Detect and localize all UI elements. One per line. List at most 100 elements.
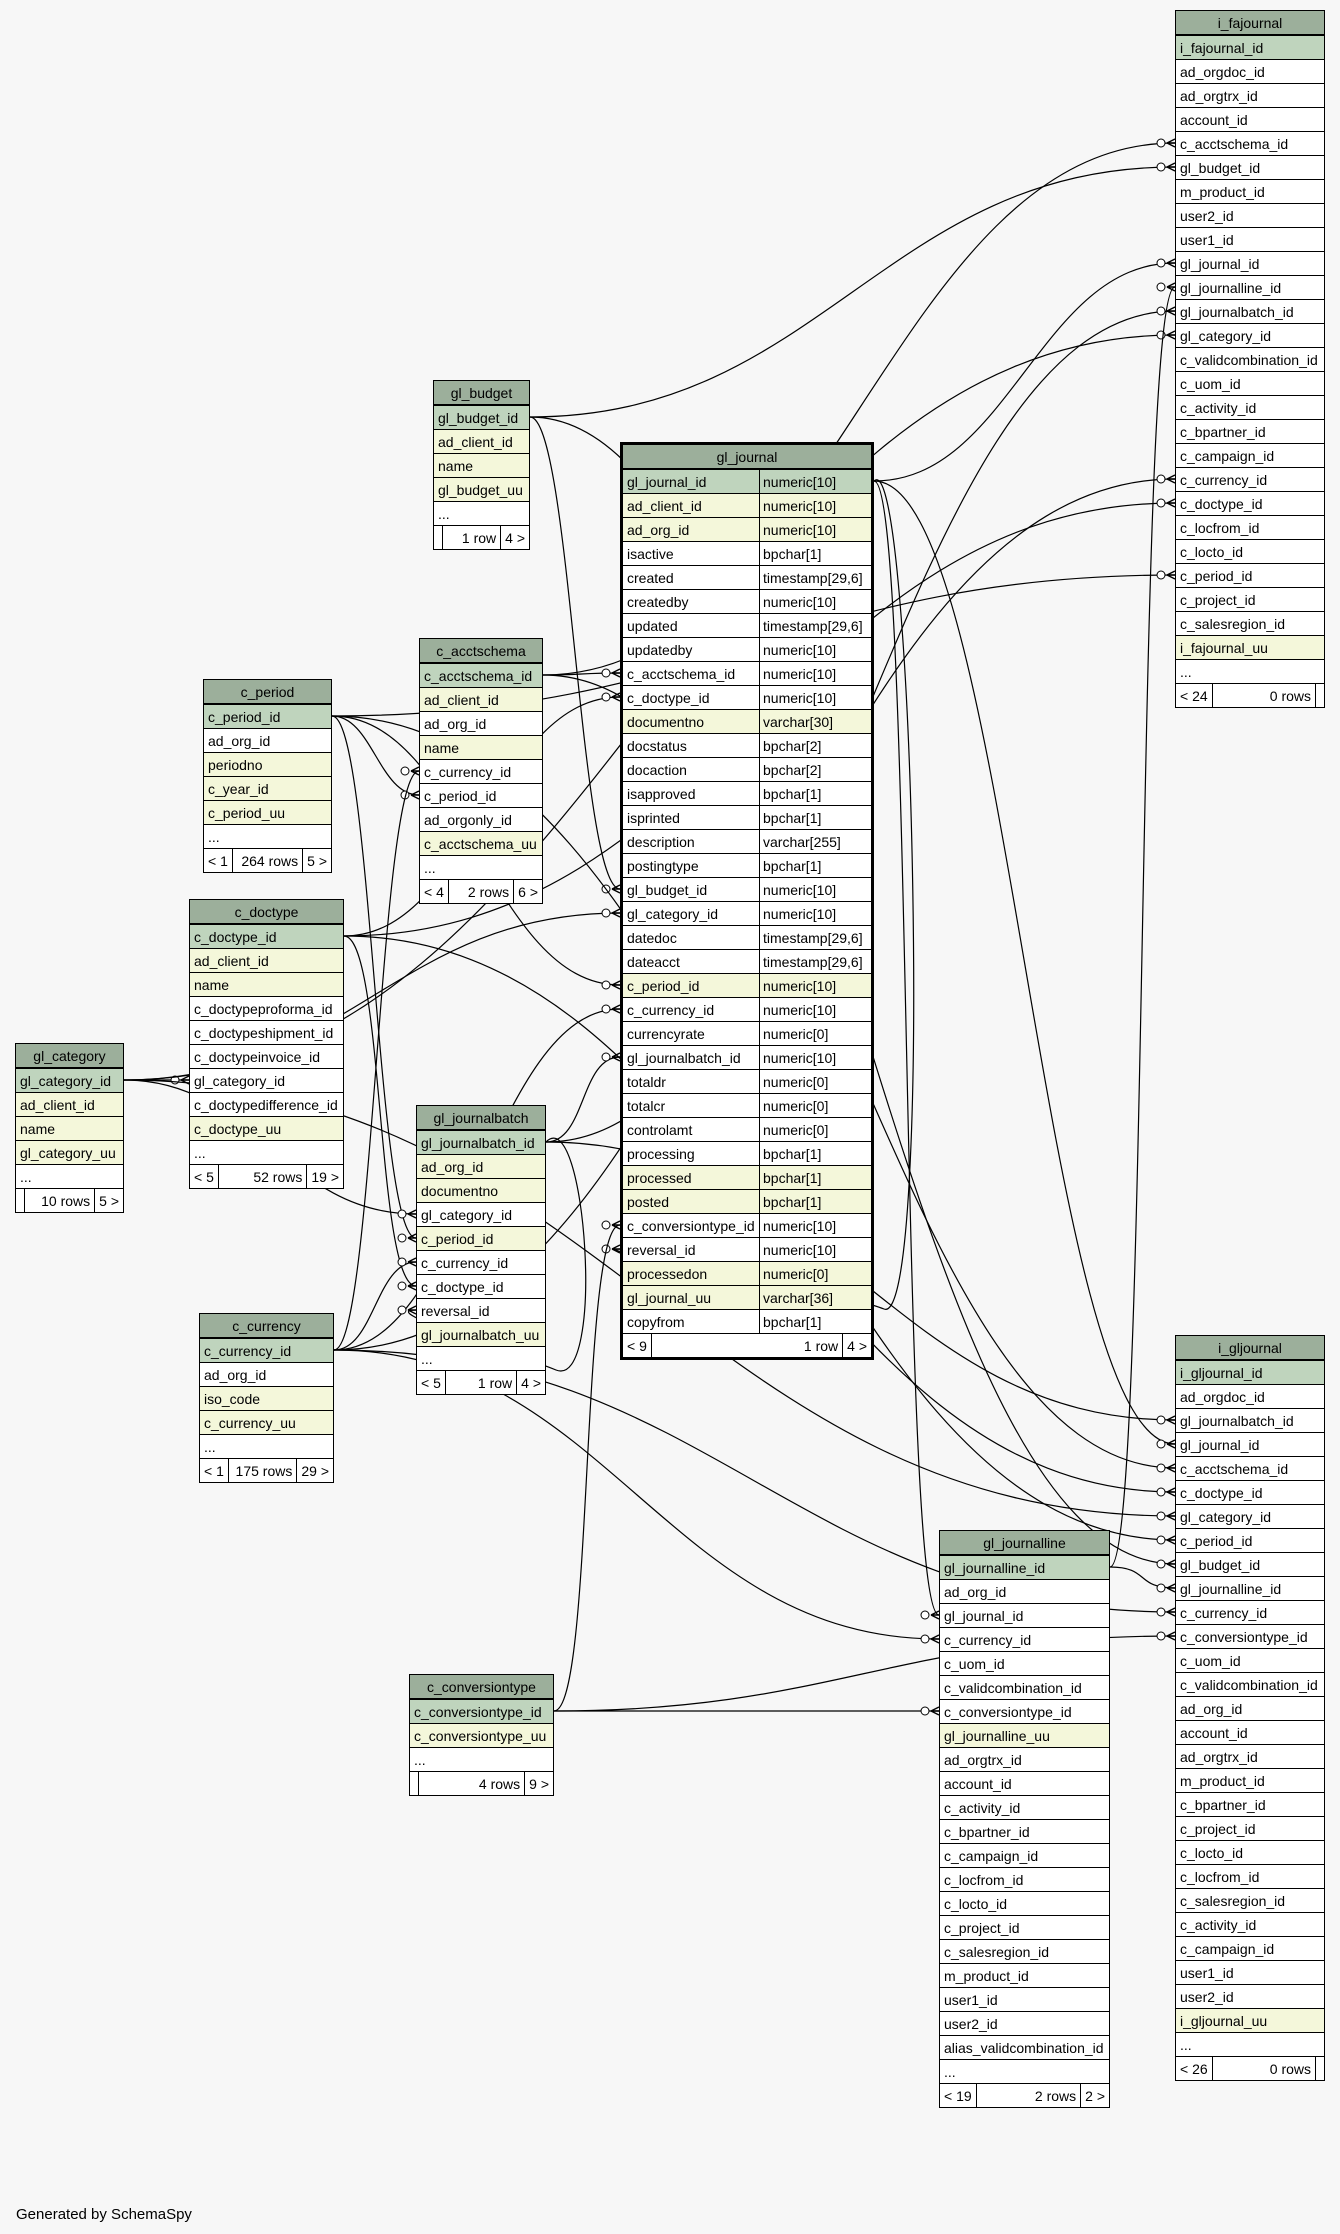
column-row: c_doctype_id bbox=[190, 924, 343, 948]
children-link[interactable]: 4 > bbox=[516, 1371, 545, 1394]
parents-link[interactable]: < 1 bbox=[208, 853, 228, 869]
column-row: ... bbox=[410, 1747, 553, 1771]
column-type: bpchar[1] bbox=[759, 1142, 871, 1165]
column-name: gl_journalbatch_uu bbox=[421, 1327, 540, 1343]
column-type: timestamp[29,6] bbox=[759, 950, 871, 973]
column-row: account_id bbox=[1176, 107, 1324, 131]
column-name: c_period_id bbox=[208, 709, 281, 725]
children-link[interactable]: 2 > bbox=[1080, 2084, 1109, 2107]
column-type: numeric[10] bbox=[759, 1238, 871, 1261]
children-link[interactable]: 29 > bbox=[296, 1459, 333, 1482]
table-header: c_currency bbox=[200, 1314, 333, 1338]
column-name: c_currency_id bbox=[421, 1255, 509, 1271]
parents-link[interactable]: < 26 bbox=[1180, 2061, 1208, 2077]
column-name: posted bbox=[627, 1194, 670, 1210]
optional-marker bbox=[1156, 1439, 1166, 1449]
parents-link[interactable] bbox=[410, 1772, 418, 1795]
column-name: user2_id bbox=[1180, 208, 1234, 224]
column-name: c_bpartner_id bbox=[1180, 1797, 1266, 1813]
parents-link[interactable]: < 5 bbox=[421, 1375, 441, 1391]
column-type: bpchar[1] bbox=[759, 1310, 871, 1333]
column-name: c_period_id bbox=[424, 788, 497, 804]
column-name: gl_budget_id bbox=[1180, 160, 1261, 176]
column-row: documentno bbox=[417, 1178, 545, 1202]
children-link[interactable]: 4 > bbox=[842, 1334, 871, 1357]
children-link[interactable]: 4 > bbox=[500, 526, 529, 549]
column-row: gl_journal_id bbox=[1176, 1432, 1324, 1456]
children-link[interactable]: 19 > bbox=[306, 1165, 343, 1188]
column-name: c_doctype_id bbox=[627, 690, 710, 706]
column-name: gl_category_uu bbox=[20, 1145, 116, 1161]
column-row: ad_org_id bbox=[204, 728, 331, 752]
row-count: 52 rows bbox=[217, 1165, 307, 1188]
column-row: gl_category_uu bbox=[16, 1140, 123, 1164]
children-link[interactable]: 5 > bbox=[94, 1189, 123, 1212]
parents-link[interactable]: < 1 bbox=[204, 1463, 224, 1479]
many-marker bbox=[930, 1610, 940, 1620]
optional-marker bbox=[1156, 1631, 1166, 1641]
parents-link[interactable]: < 24 bbox=[1180, 688, 1208, 704]
column-name: c_doctypeproforma_id bbox=[194, 1001, 333, 1017]
column-name: ... bbox=[438, 506, 450, 522]
column-name: c_conversiontype_id bbox=[944, 1704, 1072, 1720]
column-row: ad_client_id bbox=[434, 429, 529, 453]
column-row: gl_category_id bbox=[190, 1068, 343, 1092]
children-link[interactable]: 9 > bbox=[524, 1772, 553, 1795]
many-marker bbox=[1166, 1463, 1176, 1473]
column-row: c_salesregion_id bbox=[1176, 611, 1324, 635]
column-name: ad_org_id bbox=[204, 1367, 267, 1383]
relation-edge bbox=[529, 166, 1176, 418]
column-name: c_locfrom_id bbox=[1180, 1869, 1260, 1885]
column-name: c_project_id bbox=[1180, 592, 1256, 608]
column-name: alias_validcombination_id bbox=[944, 2040, 1104, 2056]
optional-marker bbox=[601, 1052, 611, 1062]
column-type: timestamp[29,6] bbox=[759, 566, 871, 589]
column-name: gl_journal_id bbox=[944, 1608, 1024, 1624]
optional-marker bbox=[397, 1209, 407, 1219]
children-link[interactable] bbox=[1315, 2057, 1324, 2080]
column-name: user1_id bbox=[1180, 232, 1234, 248]
parents-link[interactable]: < 19 bbox=[944, 2088, 972, 2104]
column-row: c_currency_id bbox=[417, 1250, 545, 1274]
column-row: gl_budget_uu bbox=[434, 477, 529, 501]
parents-link[interactable] bbox=[16, 1189, 24, 1212]
children-link[interactable]: 6 > bbox=[513, 880, 542, 903]
children-link[interactable]: 5 > bbox=[302, 849, 331, 872]
column-row: c_locto_id bbox=[1176, 1840, 1324, 1864]
column-name: gl_journal_uu bbox=[627, 1290, 712, 1306]
parents-link[interactable] bbox=[434, 526, 442, 549]
relation-edge bbox=[333, 770, 420, 1351]
children-link[interactable] bbox=[1315, 684, 1324, 707]
column-type: numeric[0] bbox=[759, 1262, 871, 1285]
parents-link[interactable]: < 9 bbox=[627, 1338, 647, 1354]
column-name: c_acctschema_id bbox=[1180, 136, 1289, 152]
parents-link[interactable]: < 5 bbox=[194, 1169, 214, 1185]
many-marker bbox=[407, 1233, 417, 1243]
column-type: numeric[0] bbox=[759, 1022, 871, 1045]
parents-link[interactable]: < 4 bbox=[424, 884, 444, 900]
column-row: account_id bbox=[1176, 1720, 1324, 1744]
column-name: c_activity_id bbox=[944, 1800, 1021, 1816]
column-row: c_acctschema_id bbox=[1176, 131, 1324, 155]
column-row: c_bpartner_id bbox=[940, 1819, 1109, 1843]
column-row: ad_org_id bbox=[417, 1154, 545, 1178]
